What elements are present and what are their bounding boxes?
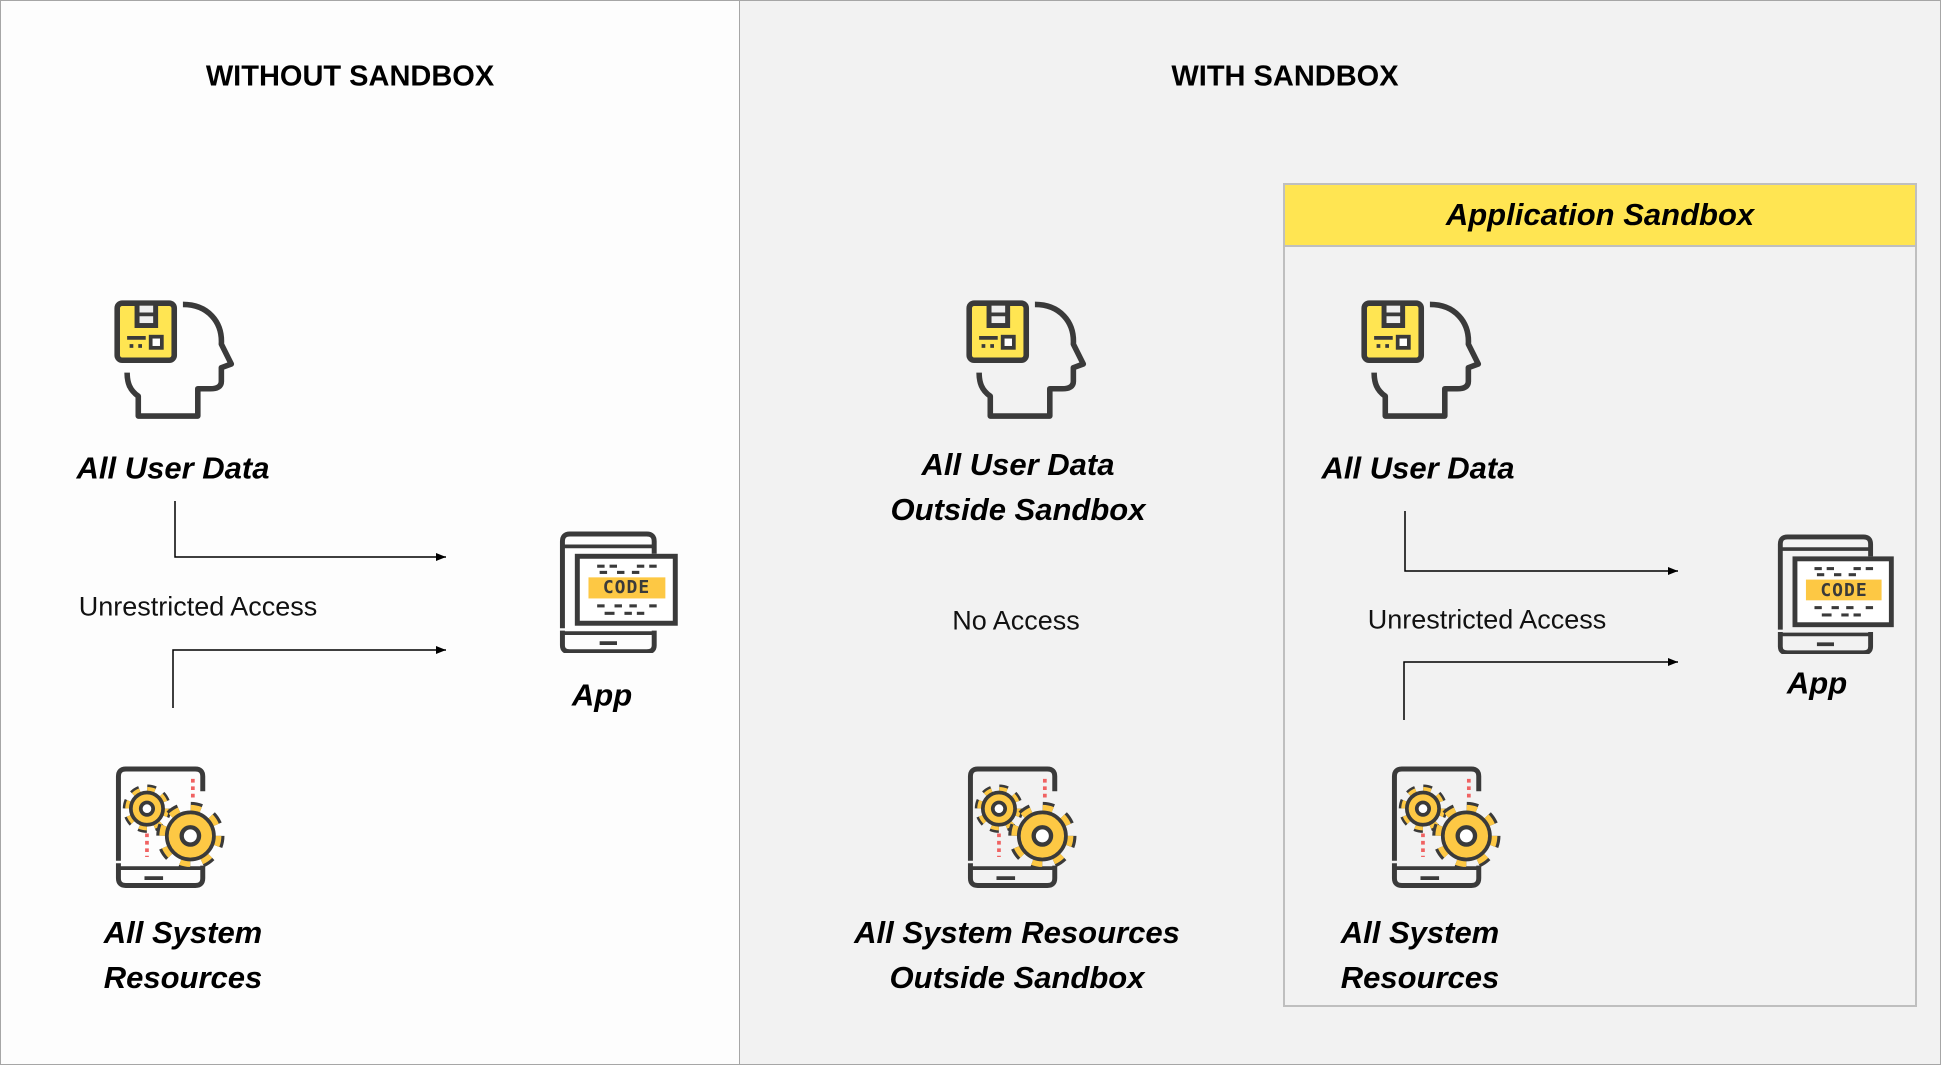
- outside-system-line2: Outside Sandbox: [889, 960, 1145, 995]
- left-system-label: All System Resources: [104, 910, 263, 1000]
- system-gears-icon: [111, 764, 235, 888]
- without-sandbox-title: WITHOUT SANDBOX: [205, 60, 495, 93]
- sandbox-app-code-text: CODE: [1820, 579, 1868, 601]
- outside-user-data-line2: Outside Sandbox: [890, 492, 1146, 527]
- left-access-label: Unrestricted Access: [78, 591, 318, 622]
- app-code-text: CODE: [602, 576, 651, 598]
- sandbox-system-line1: All System: [1340, 915, 1500, 950]
- application-sandbox-title: Application Sandbox: [1285, 185, 1915, 247]
- with-sandbox-panel: [739, 0, 1941, 1065]
- sandbox-system-gears-icon: [1387, 764, 1511, 888]
- no-access-label: No Access: [952, 605, 1080, 636]
- outside-system-line1: All System Resources: [854, 915, 1180, 950]
- sandbox-system-label: All System Resources: [1341, 910, 1500, 1000]
- left-system-line1: All System: [103, 915, 263, 950]
- with-sandbox-title: WITH SANDBOX: [1171, 60, 1399, 93]
- outside-user-data-label: All User Data Outside Sandbox: [891, 442, 1146, 532]
- sandbox-user-data-label: All User Data: [1321, 450, 1515, 486]
- outside-system-gears-icon: [963, 764, 1087, 888]
- left-app-label: App: [571, 677, 633, 713]
- sandbox-access-label: Unrestricted Access: [1367, 604, 1607, 635]
- application-sandbox-box: Application Sandbox: [1283, 183, 1917, 1007]
- outside-user-data-head-icon: [963, 297, 1087, 421]
- sandbox-app-label: App: [1786, 665, 1848, 701]
- left-system-line2: Resources: [103, 960, 263, 995]
- user-data-head-icon: [111, 297, 235, 421]
- sandbox-system-line2: Resources: [1340, 960, 1500, 995]
- left-user-data-label: All User Data: [76, 450, 270, 486]
- sandbox-user-data-head-icon: [1358, 297, 1482, 421]
- outside-user-data-line1: All User Data: [921, 447, 1115, 482]
- outside-system-label: All System Resources Outside Sandbox: [854, 910, 1180, 1000]
